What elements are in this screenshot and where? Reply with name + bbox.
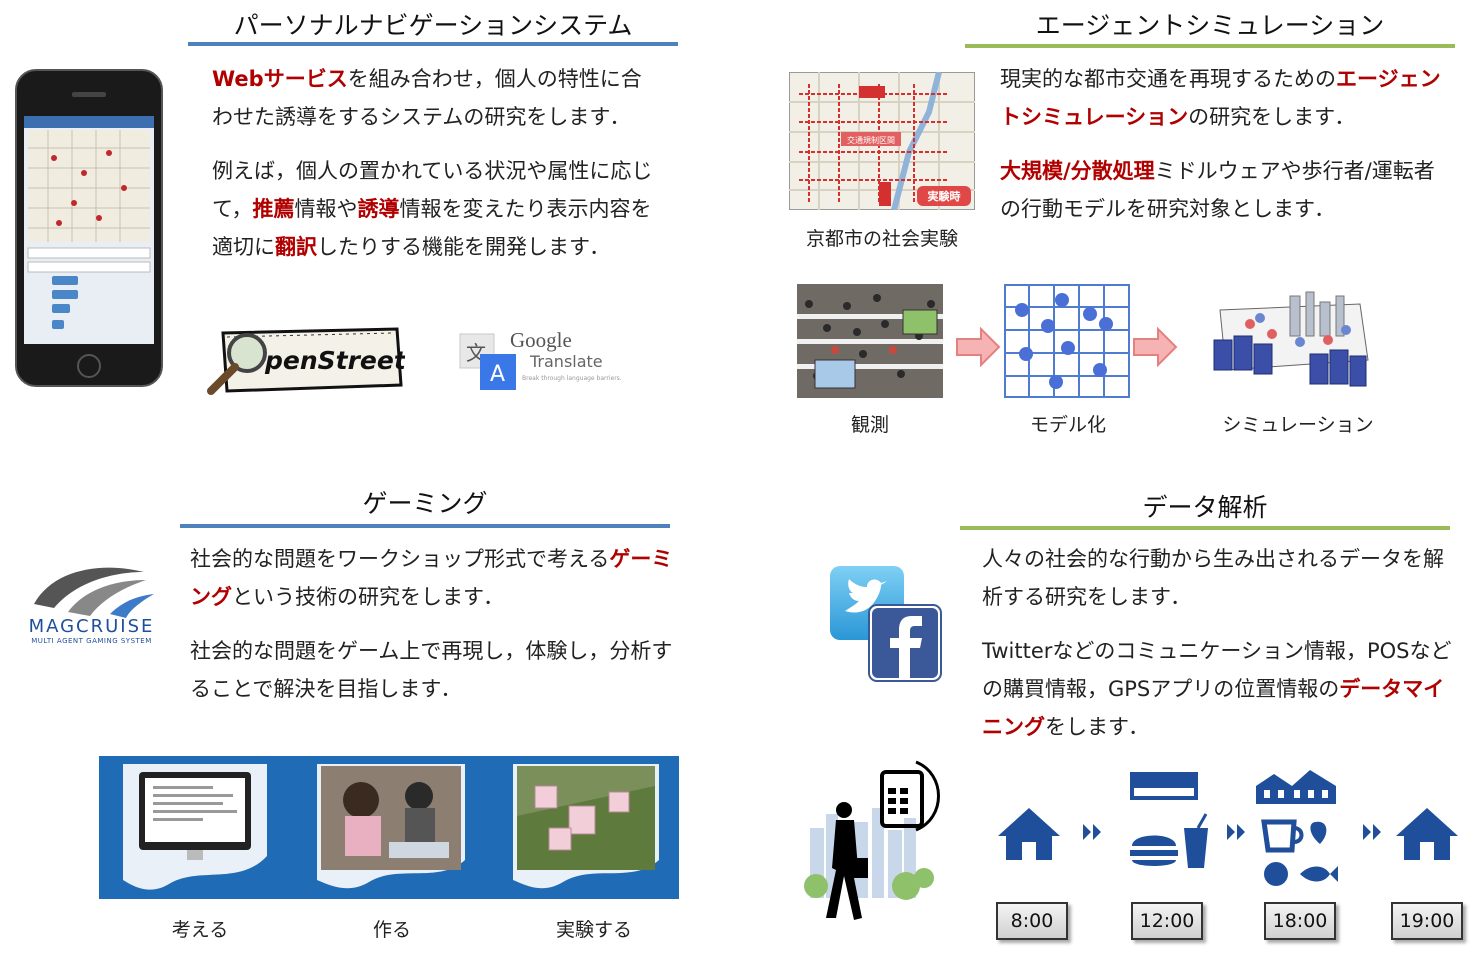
step-make-label: 作る [372,919,411,941]
data-title-rule [960,526,1450,530]
paragraph-text: 情報を変えたり表示内容を適切に [212,197,652,259]
smartphone-screenshot [14,68,164,388]
home-icon [996,804,1062,862]
openstreetmap-logo-text: penStreetMap [264,346,405,375]
gaming-title: ゲーミング [362,489,488,518]
navigation-paragraph-1: Webサービスを組み合わせ，個人の特性に合わせた誘導をするシステムの研究をします… [212,60,662,136]
gaming-paragraph-1: 社会的な問題をワークショップ形式で考えるゲーミングという技術の研究をします． [190,540,674,616]
paragraph-text: 人々の社会的な行動から生み出されるデータを解析する研究をします． [982,547,1444,609]
data-title: データ解析 [1142,493,1268,522]
crowd-observation-photo [797,284,943,398]
agent-title: エージェントシミュレーション [1035,11,1385,40]
right-arrow-icon [956,327,1001,367]
step-think-label: 考える [171,919,229,941]
paragraph-text: 現実的な都市交通を再現するための [1000,67,1336,91]
magcruise-logo-name: MAGCRUISE [28,616,155,637]
magcruise-logo: MAGCRUISE MULTI AGENT GAMING SYSTEM [14,558,169,653]
time-label-1800: 18:00 [1264,902,1336,940]
paragraph-text: 例えば，個人の置かれている状況や属性に応じて， [212,159,653,221]
paragraph-text: をします． [1045,715,1150,739]
data-paragraph-1: 人々の社会的な行動から生み出されるデータを解析する研究をします． [982,540,1452,616]
magcruise-logo-subtitle: MULTI AGENT GAMING SYSTEM [31,637,152,645]
double-chevron-icon [1083,824,1101,840]
highlighted-term: 誘導 [357,197,400,221]
map-regulation-label: 交通規制区間 [847,135,895,145]
agent-paragraph-1: 現実的な都市交通を再現するためのエージェントシミュレーションの研究をします． [1000,60,1448,136]
data-paragraph-2: Twitterなどのコミュニケーション情報，POSなどの購買情報，GPSアプリの… [982,632,1452,746]
translate-tagline: Break through language barriers. [522,375,622,382]
kyoto-map-caption: 京都市の社会実験 [805,228,958,250]
double-chevron-icon [1227,824,1245,840]
gaming-title-rule [180,524,670,528]
navigation-title: パーソナルナビゲーションシステム [233,11,633,40]
map-badge-text: 実験時 [928,189,961,203]
highlighted-term: ゲーミング [190,547,673,609]
translate-logo-text: Translate [530,352,603,371]
step-experiment-label: 実験する [555,919,632,941]
agent-title-rule [965,44,1455,48]
highlighted-term: 推薦 [252,197,295,221]
step-modeling-label: モデル化 [1029,414,1106,436]
agent-paragraph-2: 大規模/分散処理ミドルウェアや歩行者/運転者の行動モデルを研究対象とします． [1000,152,1448,228]
dinner-icons [1254,764,1340,890]
highlighted-term: Webサービス [212,67,348,91]
home-icon [1394,804,1460,862]
paragraph-text: ミドルウェアや歩行者/運転者の行動モデルを研究対象とします． [1000,159,1435,221]
highlighted-term: エージェントシミュレーション [1000,67,1441,129]
paragraph-text: の研究をします． [1188,105,1356,129]
highlighted-term: 翻訳 [275,235,317,259]
google-logo-text: Google [510,328,572,352]
navigation-title-rule [188,42,678,46]
facebook-icon [868,604,944,684]
paragraph-text: 情報や [294,197,358,221]
simulation-illustration [1210,290,1370,390]
lunch-icons [1126,770,1212,870]
step-observation-label: 観測 [850,414,889,436]
highlighted-term: 大規模/分散処理 [1000,159,1155,183]
time-label-1200: 12:00 [1131,902,1203,940]
time-label-1900: 19:00 [1391,902,1463,940]
highlighted-term: データマイニング [982,677,1445,739]
time-label-0800: 8:00 [996,902,1068,940]
right-arrow-icon [1133,327,1178,367]
paragraph-text: を組み合わせ，個人の特性に合わせた誘導をするシステムの研究をします． [212,67,642,129]
google-translate-logo: 文 A Google Translate Break through langu… [458,328,622,392]
paragraph-text: 社会的な問題をワークショップ形式で考える [190,547,610,571]
paragraph-text: という技術の研究をします． [232,585,505,609]
paragraph-text: 社会的な問題をゲーム上で再現し，体験し，分析することで解決を目指します． [190,639,673,701]
paragraph-text: Twitterなどのコミュニケーション情報，POSなどの購買情報，GPSアプリの… [982,639,1452,701]
double-chevron-icon [1363,824,1381,840]
gaming-paragraph-2: 社会的な問題をゲーム上で再現し，体験し，分析することで解決を目指します． [190,632,674,708]
paragraph-text: したりする機能を開発します． [317,235,611,259]
model-grid-illustration [1004,284,1130,398]
gaming-process-banner [99,756,679,899]
svg-text:A: A [490,362,505,387]
navigation-paragraph-2: 例えば，個人の置かれている状況や属性に応じて，推薦情報や誘導情報を変えたり表示内… [212,152,664,266]
businessman-gps-illustration [796,758,956,926]
openstreetmap-logo: penStreetMap [205,325,405,397]
kyoto-map-screenshot: 交通規制区間 実験時 [789,72,975,210]
step-simulation-label: シミュレーション [1222,414,1374,436]
